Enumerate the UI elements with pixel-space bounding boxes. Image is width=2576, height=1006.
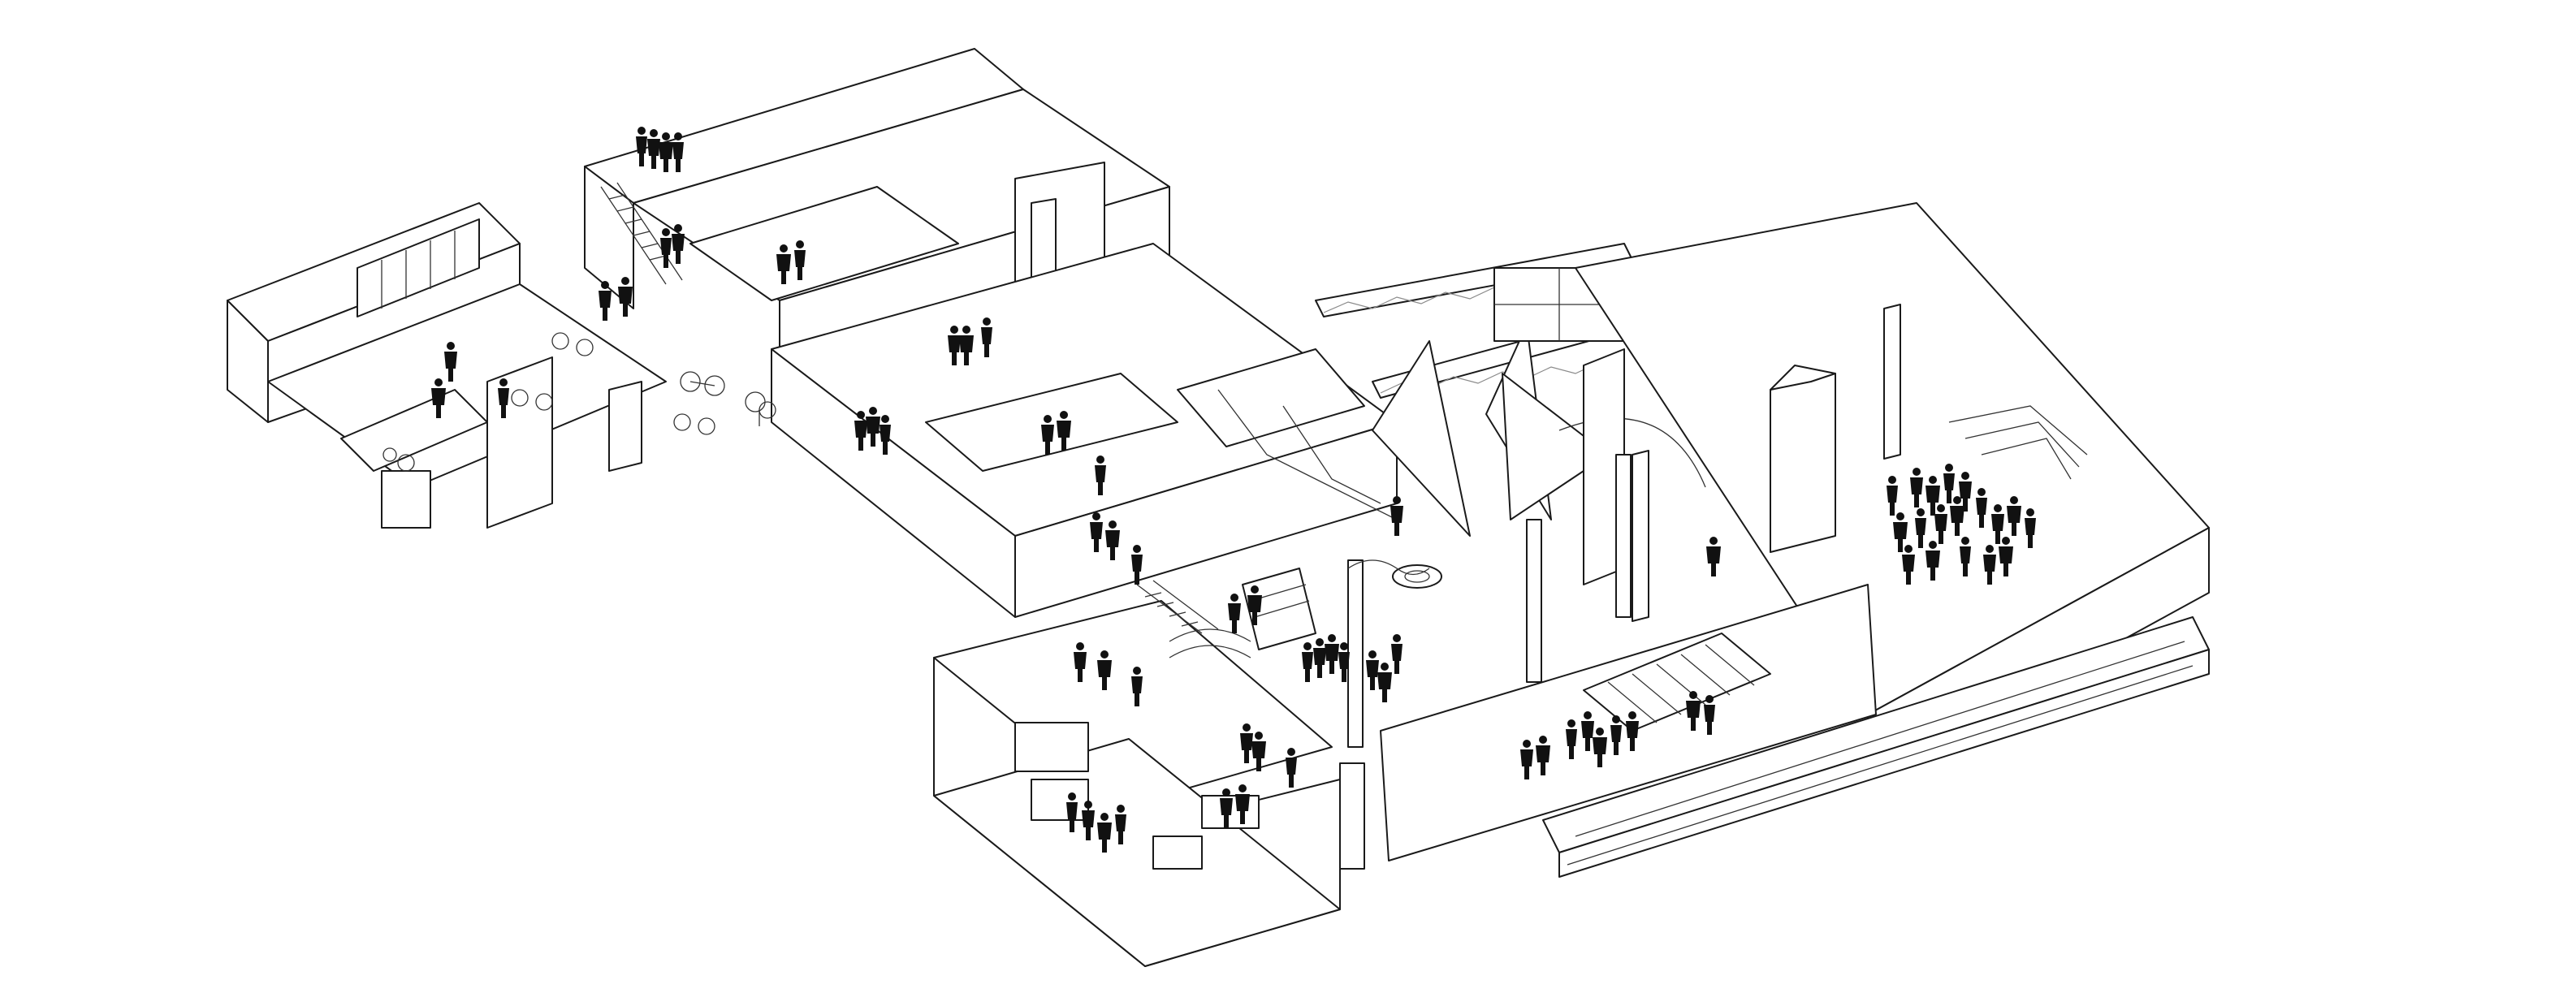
stair-upper — [600, 182, 683, 285]
central-workshops — [771, 243, 1398, 618]
person-silhouette — [618, 277, 633, 317]
person-silhouette — [1391, 634, 1403, 674]
person-silhouette — [1950, 496, 1964, 536]
columns — [1339, 454, 1632, 870]
person-silhouette — [1999, 537, 2013, 576]
person-silhouette — [1074, 642, 1087, 682]
lower-exhibition-room — [933, 600, 1341, 967]
person-silhouette — [1366, 650, 1379, 690]
person-silhouette — [1105, 520, 1120, 560]
person-silhouette — [1097, 813, 1112, 853]
person-silhouette — [659, 132, 673, 172]
person-silhouette — [866, 407, 880, 447]
person-silhouette — [1926, 476, 1940, 516]
people-silhouettes — [431, 127, 2036, 853]
person-silhouette — [1566, 719, 1577, 759]
person-silhouette — [660, 228, 672, 268]
mid-band-stairs — [1136, 568, 1316, 650]
person-silhouette — [1235, 784, 1250, 824]
person-silhouette — [1536, 736, 1550, 775]
person-silhouette — [1887, 476, 1898, 516]
person-silhouette — [1228, 594, 1241, 633]
person-silhouette — [1520, 740, 1533, 779]
person-silhouette — [431, 378, 446, 418]
person-silhouette — [1983, 545, 1996, 585]
person-silhouette — [1610, 715, 1622, 755]
person-silhouette — [981, 317, 992, 357]
person-silhouette — [1390, 496, 1403, 536]
person-silhouette — [1338, 642, 1350, 682]
person-silhouette — [1991, 504, 2004, 544]
person-silhouette — [2025, 508, 2036, 548]
person-silhouette — [854, 411, 867, 451]
person-silhouette — [1247, 585, 1262, 625]
person-silhouette — [1302, 642, 1313, 682]
person-silhouette — [776, 244, 791, 284]
person-silhouette — [1934, 504, 1947, 544]
stair-lower-right — [1583, 633, 1771, 732]
bicycle-group-left — [511, 332, 725, 435]
person-silhouette — [1095, 456, 1106, 495]
person-silhouette — [880, 415, 891, 455]
person-silhouette — [498, 378, 509, 418]
person-silhouette — [2007, 496, 2021, 536]
person-silhouette — [1686, 691, 1701, 731]
person-silhouette — [1131, 545, 1143, 585]
person-silhouette — [1377, 663, 1392, 702]
person-silhouette — [1090, 512, 1103, 552]
person-silhouette — [444, 342, 457, 382]
person-silhouette — [636, 127, 647, 166]
person-silhouette — [1066, 792, 1078, 832]
person-silhouette — [948, 326, 961, 365]
person-silhouette — [1131, 667, 1143, 706]
person-silhouette — [1115, 805, 1126, 844]
person-silhouette — [1240, 723, 1253, 763]
round-fountain — [1347, 559, 1442, 589]
person-silhouette — [959, 326, 974, 365]
person-silhouette — [1926, 541, 1940, 581]
person-silhouette — [1960, 537, 1971, 576]
person-silhouette — [1959, 472, 1972, 512]
person-silhouette — [1706, 537, 1721, 576]
person-silhouette — [1581, 711, 1594, 751]
person-silhouette — [672, 224, 685, 264]
person-silhouette — [794, 240, 806, 280]
person-silhouette — [1893, 512, 1908, 552]
person-silhouette — [1041, 415, 1054, 455]
person-silhouette — [1976, 488, 1987, 528]
person-silhouette — [1057, 411, 1071, 451]
plant-group — [383, 391, 776, 472]
person-silhouette — [1325, 634, 1339, 674]
person-silhouette — [1097, 650, 1112, 690]
person-silhouette — [1943, 464, 1955, 503]
person-silhouette — [1251, 732, 1266, 771]
person-silhouette — [1593, 728, 1607, 767]
person-silhouette — [1704, 695, 1715, 735]
person-silhouette — [1082, 801, 1095, 840]
person-silhouette — [1286, 748, 1297, 788]
person-silhouette — [1220, 788, 1233, 828]
person-silhouette — [1910, 468, 1923, 507]
person-silhouette — [672, 132, 684, 172]
person-silhouette — [647, 129, 660, 169]
person-silhouette — [599, 281, 612, 321]
person-silhouette — [1915, 508, 1926, 548]
person-silhouette — [1626, 711, 1639, 751]
person-silhouette — [1313, 638, 1326, 678]
person-silhouette — [1902, 545, 1915, 585]
curved-screen-wall — [1558, 348, 1706, 622]
